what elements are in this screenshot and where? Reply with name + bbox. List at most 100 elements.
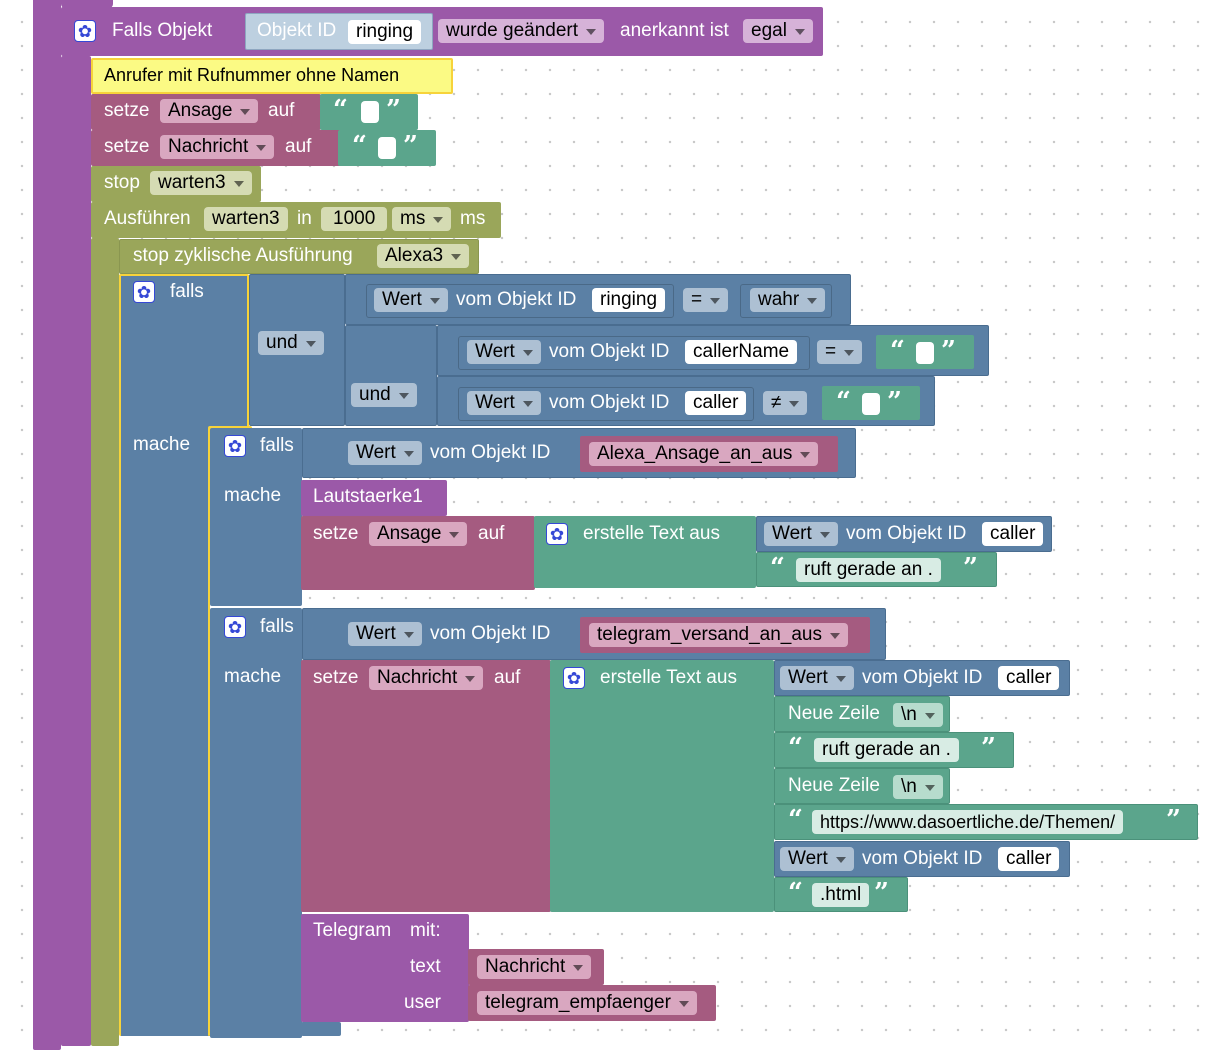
text-field[interactable]: https://www.dasoertliche.de/Themen/ (812, 810, 1124, 834)
join-text-block[interactable] (550, 660, 774, 912)
telegram-label: Telegram (313, 920, 392, 941)
set-nachricht-block[interactable] (301, 660, 551, 912)
cyclic-timer-dropdown[interactable]: Alexa3 (377, 244, 470, 268)
procedure-call-block[interactable] (301, 480, 447, 516)
var-dropdown[interactable]: telegram_versand_an_aus (589, 623, 848, 647)
empty-text-field[interactable] (378, 137, 396, 159)
newline-dropdown[interactable]: \n (893, 703, 943, 727)
to-label: auf (478, 523, 505, 544)
object-id-field[interactable]: caller (685, 391, 747, 415)
quote-open-icon: “ (788, 733, 803, 763)
with-label: mit: (410, 920, 441, 941)
value-dropdown[interactable]: Wert (348, 622, 422, 646)
do-label: mache (224, 485, 282, 506)
var-dropdown-user[interactable]: telegram_empfaenger (477, 991, 697, 1015)
object-id-field[interactable]: caller (998, 666, 1060, 690)
of-object-label: vom Objekt ID (430, 623, 551, 644)
get-value-block[interactable] (458, 387, 754, 421)
var-dropdown-text[interactable]: Nachricht (477, 955, 592, 979)
timer-dropdown[interactable]: warten3 (150, 171, 252, 195)
unit-label: ms (460, 208, 486, 229)
to-label: auf (494, 667, 521, 688)
value-dropdown[interactable]: Wert (348, 441, 422, 465)
object-id-field[interactable]: callerName (685, 340, 798, 364)
and-dropdown[interactable]: und (351, 383, 417, 407)
newline-dropdown[interactable]: \n (893, 775, 943, 799)
quote-close-icon: ” (941, 336, 956, 366)
event-block[interactable] (33, 0, 61, 1050)
operator-dropdown[interactable]: = (817, 340, 863, 364)
var-dropdown-nachricht[interactable]: Nachricht (369, 666, 484, 690)
var-dropdown-ansage[interactable]: Ansage (369, 522, 468, 546)
value-dropdown[interactable]: Wert (780, 847, 854, 871)
if-block-2[interactable] (210, 428, 302, 606)
gear-icon[interactable]: ✿ (74, 20, 96, 42)
to-label: auf (268, 100, 295, 121)
event-label: Falls Objekt (112, 20, 213, 41)
quote-open-icon: “ (770, 553, 785, 583)
gear-icon[interactable]: ✿ (133, 281, 155, 303)
of-object-label: vom Objekt ID (862, 667, 983, 688)
delay-field[interactable]: 1000 (321, 207, 388, 231)
text-field[interactable]: ruft gerade an . (814, 738, 959, 762)
quote-close-icon: ” (386, 95, 401, 125)
if-label: falls (170, 281, 204, 302)
text-field[interactable]: .html (812, 883, 870, 907)
get-value-block[interactable] (366, 284, 674, 318)
var-dropdown-ansage[interactable]: Ansage (160, 99, 259, 123)
unit-dropdown[interactable]: ms (392, 207, 452, 231)
operator-dropdown[interactable]: = (683, 288, 729, 312)
of-object-label: vom Objekt ID (549, 341, 670, 362)
join-text-block[interactable] (534, 516, 756, 588)
var-dropdown-nachricht[interactable]: Nachricht (160, 135, 275, 159)
operator-dropdown[interactable]: ≠ (763, 391, 808, 415)
gear-icon[interactable]: ✿ (224, 616, 246, 638)
of-object-label: vom Objekt ID (430, 442, 551, 463)
join-label: erstelle Text aus (583, 523, 720, 544)
object-id-field[interactable]: caller (998, 847, 1060, 871)
empty-text-field[interactable] (916, 342, 934, 364)
quote-close-icon: ” (887, 387, 902, 417)
quote-close-icon: ” (1166, 805, 1181, 835)
gear-icon[interactable]: ✿ (224, 435, 246, 457)
and-block-inner[interactable] (345, 325, 437, 426)
value-dropdown[interactable]: Wert (374, 288, 448, 312)
text-field[interactable]: ruft gerade an . (796, 558, 941, 582)
value-dropdown[interactable]: Wert (467, 391, 541, 415)
timer-name-field[interactable]: warten3 (204, 207, 288, 231)
get-value-block[interactable] (458, 336, 810, 370)
if-label: falls (260, 435, 294, 456)
comment-block[interactable] (91, 58, 453, 94)
of-object-label: vom Objekt ID (549, 392, 670, 413)
value-dropdown[interactable]: Wert (780, 666, 854, 690)
of-object-label: vom Objekt ID (862, 848, 983, 869)
newline-label: Neue Zeile (788, 703, 880, 724)
quote-open-icon: “ (788, 805, 803, 835)
timeout-label: Ausführen (104, 208, 191, 229)
quote-open-icon: “ (788, 878, 803, 908)
value-dropdown[interactable]: Wert (467, 340, 541, 364)
object-id-field[interactable]: ringing (592, 288, 666, 312)
and-dropdown[interactable]: und (258, 331, 324, 355)
bool-block[interactable] (740, 284, 832, 318)
comment-text: Anrufer mit Rufnummer ohne Namen (104, 65, 400, 85)
gear-icon[interactable]: ✿ (546, 523, 568, 545)
var-dropdown[interactable]: Alexa_Ansage_an_aus (589, 442, 819, 466)
empty-text-field[interactable] (862, 393, 880, 415)
change-dropdown[interactable]: wurde geändert (438, 19, 605, 43)
quote-open-icon: “ (890, 336, 905, 366)
ack-dropdown[interactable]: egal (743, 19, 813, 43)
if-block-3[interactable] (210, 608, 302, 1038)
bool-dropdown[interactable]: wahr (750, 288, 826, 312)
object-id-field[interactable]: ringing (348, 20, 422, 44)
stop-cyclic-label: stop zyklische Ausführung (133, 245, 353, 266)
text-param-label: text (410, 956, 441, 977)
object-id-field[interactable]: caller (982, 522, 1044, 546)
quote-close-icon: ” (874, 878, 889, 908)
to-label: auf (285, 136, 312, 157)
empty-text-field[interactable] (361, 101, 379, 123)
gear-icon[interactable]: ✿ (563, 667, 585, 689)
quote-close-icon: ” (403, 131, 418, 161)
telegram-block[interactable] (301, 914, 469, 1022)
value-dropdown[interactable]: Wert (764, 522, 838, 546)
